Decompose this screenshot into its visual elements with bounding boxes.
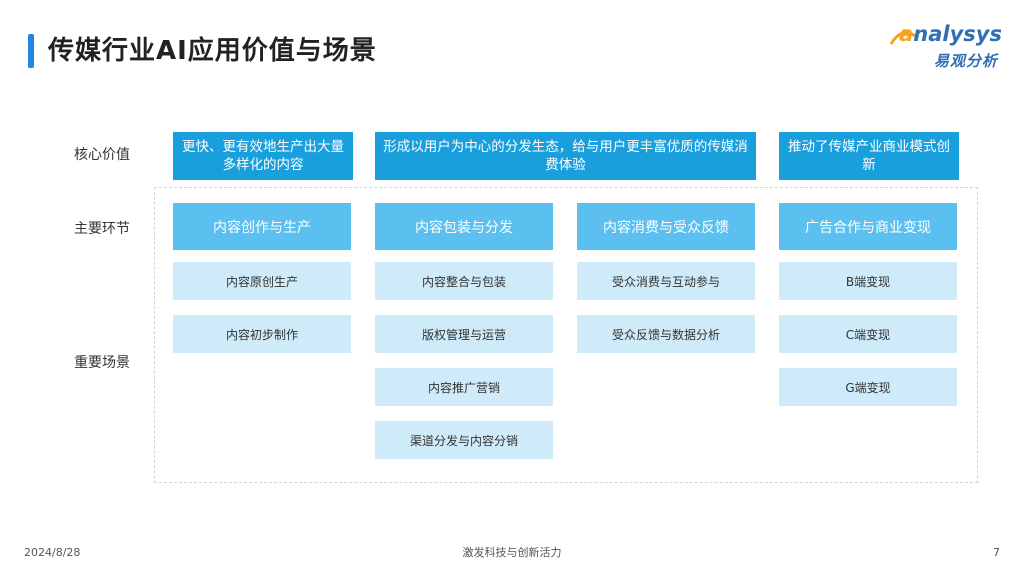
logo-text-cn: 易观分析 xyxy=(933,52,998,70)
scene-box: C端变现 xyxy=(779,315,957,353)
footer-slogan: 激发科技与创新活力 xyxy=(462,546,562,559)
scene-box: 内容整合与包装 xyxy=(375,262,553,300)
stage-box: 广告合作与商业变现 xyxy=(779,203,957,250)
page-title: 传媒行业AI应用价值与场景 xyxy=(48,36,377,66)
analysys-logo: analysys 易观分析 xyxy=(889,22,1002,74)
scene-box: 内容推广营销 xyxy=(375,368,553,406)
stage-box: 内容创作与生产 xyxy=(173,203,351,250)
scene-box: 受众反馈与数据分析 xyxy=(577,315,755,353)
scene-box: 渠道分发与内容分销 xyxy=(375,421,553,459)
stages-container xyxy=(154,187,978,483)
footer-date: 2024/8/28 xyxy=(24,546,81,559)
logo-text-en: analysys xyxy=(899,22,1002,46)
logo-letter-a: a xyxy=(899,22,914,46)
page-number: 7 xyxy=(993,546,1000,559)
scene-box: 版权管理与运营 xyxy=(375,315,553,353)
value-box: 形成以用户为中心的分发生态，给与用户更丰富优质的传媒消费体验 xyxy=(375,132,756,180)
logo-arc-icon xyxy=(889,30,916,45)
row-label-value: 核心价值 xyxy=(74,147,130,163)
stage-box: 内容包装与分发 xyxy=(375,203,553,250)
scene-box: 受众消费与互动参与 xyxy=(577,262,755,300)
stage-box: 内容消费与受众反馈 xyxy=(577,203,755,250)
value-box: 更快、更有效地生产出大量多样化的内容 xyxy=(173,132,353,180)
row-label-scene: 重要场景 xyxy=(74,355,130,371)
logo-text-rest: nalysys xyxy=(913,22,1002,46)
title-accent-bar xyxy=(28,34,34,68)
value-box: 推动了传媒产业商业模式创新 xyxy=(779,132,959,180)
scene-box: 内容原创生产 xyxy=(173,262,351,300)
scene-box: G端变现 xyxy=(779,368,957,406)
row-label-stage: 主要环节 xyxy=(74,221,130,237)
scene-box: B端变现 xyxy=(779,262,957,300)
scene-box: 内容初步制作 xyxy=(173,315,351,353)
